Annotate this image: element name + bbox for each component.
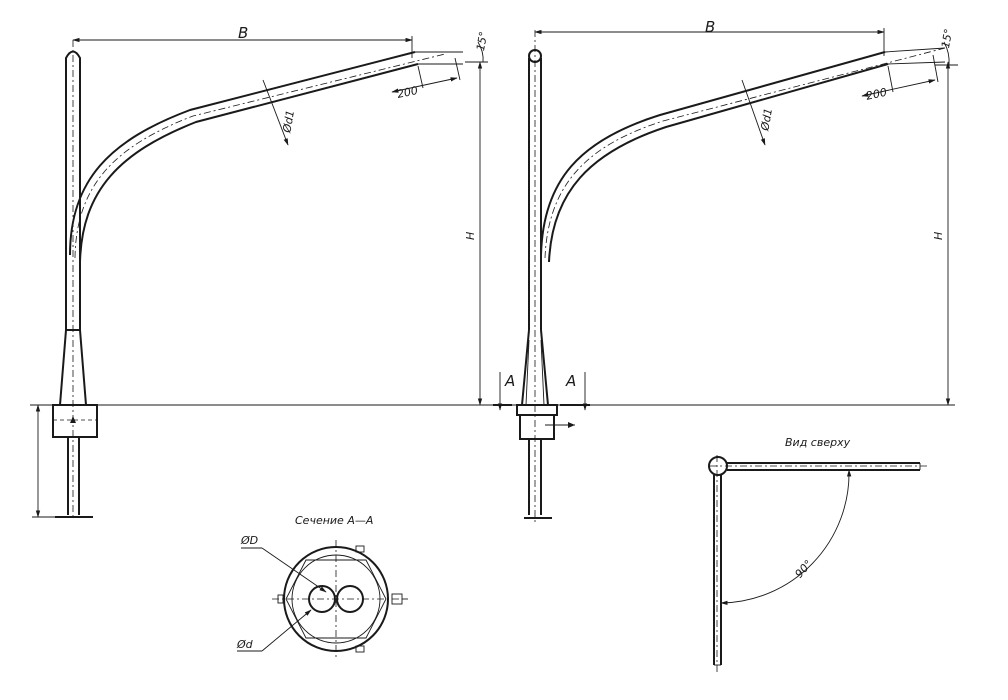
pole-shaft [65,50,81,331]
right-pole-view: A A B 15° 200 Ød1 H [490,18,958,525]
bracket-arm-outer-right [540,51,886,256]
section-a-a: Сечение А—А ØD Ød [236,514,408,660]
top-view: Вид сверху 90° [708,436,930,672]
dim-h-label-right: H [932,232,945,240]
dim-b-label: B [238,24,248,42]
dim-200-label: 200 [396,84,419,101]
foundation-block [52,404,98,438]
angle-15-label: 15° [474,30,490,51]
dia-d1-label-right: Ød1 [758,107,775,133]
bracket-arm-outer [69,51,416,256]
bracket-arm-inner [79,63,419,263]
angle-15-label-right: 15° [939,28,955,49]
pole-shaft-right [528,58,542,330]
angle-90-label: 90° [792,557,815,580]
dim-200-label-right: 200 [865,86,888,103]
dia-D-label: ØD [240,534,258,547]
left-pole-view: B 15° 200 Ød1 H [30,24,490,520]
dia-d-label: Ød [236,638,254,651]
dim-h-label: H [464,232,477,240]
top-view-title: Вид сверху [785,436,851,449]
section-mark-right: A [565,372,576,390]
dia-d1-label: Ød1 [280,109,297,135]
section-title: Сечение А—А [295,514,373,527]
dim-b-label-right: B [705,18,715,36]
section-mark-left: A [504,372,515,390]
